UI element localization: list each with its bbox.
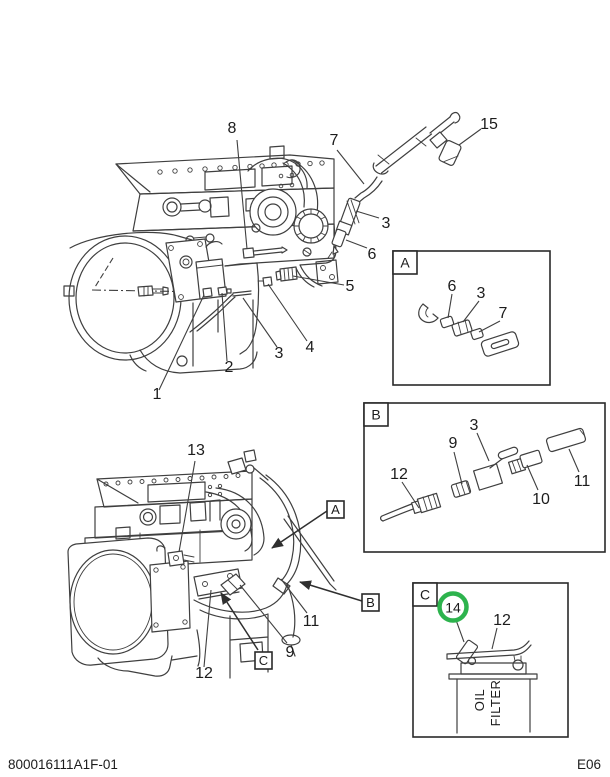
svg-text:C: C	[259, 653, 268, 668]
callout-1[interactable]: 1	[153, 386, 162, 403]
inset-box-b: B 12 9 3 10 11	[363, 402, 606, 553]
callout-2[interactable]: 2	[225, 359, 234, 376]
callout-3-fitting[interactable]: 3	[382, 215, 391, 232]
callout-8[interactable]: 8	[228, 120, 237, 137]
callout-13[interactable]: 13	[187, 442, 205, 459]
page-code: E06	[577, 757, 601, 772]
inset-c-callout-14[interactable]: 14	[445, 600, 461, 616]
ref-label-b[interactable]: B	[361, 593, 380, 612]
inset-box-c: C OIL FILTER 14 12	[412, 582, 569, 738]
svg-text:A: A	[331, 502, 340, 517]
engine-view-lower	[67, 449, 337, 679]
inset-a-callout-3[interactable]: 3	[477, 285, 486, 302]
inset-b-callout-10[interactable]: 10	[532, 491, 550, 508]
inset-c-callout-12[interactable]: 12	[493, 612, 511, 629]
callout-3-pipe[interactable]: 3	[275, 345, 284, 362]
inset-a-callout-7[interactable]: 7	[499, 305, 508, 322]
engine-view-upper	[63, 145, 339, 374]
callout-4[interactable]: 4	[306, 339, 315, 356]
inset-b-title: B	[371, 407, 380, 423]
callout-9[interactable]: 9	[286, 644, 295, 661]
callout-6[interactable]: 6	[368, 246, 377, 263]
dipstick-assembly	[327, 111, 462, 259]
svg-text:B: B	[366, 595, 375, 610]
inset-b-callout-11[interactable]: 11	[574, 473, 591, 490]
inset-a-callout-6[interactable]: 6	[448, 278, 457, 295]
inset-b-callout-9[interactable]: 9	[449, 435, 458, 452]
callout-7[interactable]: 7	[330, 132, 339, 149]
upper-leader-lines	[158, 128, 482, 391]
ref-label-c[interactable]: C	[254, 651, 273, 670]
highlight-ring-14	[437, 591, 469, 623]
callout-11[interactable]: 11	[303, 613, 320, 630]
inset-b-callout-12[interactable]: 12	[390, 466, 408, 483]
lower-leader-lines	[178, 460, 363, 668]
callout-5[interactable]: 5	[346, 278, 355, 295]
inset-box-a: A 6 3 7	[392, 250, 551, 386]
document-number: 800016111A1F-01	[8, 757, 118, 772]
callout-15[interactable]: 15	[480, 116, 498, 133]
gear-ribs	[293, 208, 329, 244]
ref-label-a[interactable]: A	[326, 500, 345, 519]
inset-a-title: A	[400, 255, 410, 271]
oil-filter-caption-line1: OIL	[472, 689, 487, 711]
inset-b-callout-3[interactable]: 3	[470, 417, 479, 434]
oil-filter-caption-line2: FILTER	[488, 680, 503, 727]
callout-12[interactable]: 12	[195, 665, 213, 682]
inset-c-title: C	[420, 587, 430, 603]
